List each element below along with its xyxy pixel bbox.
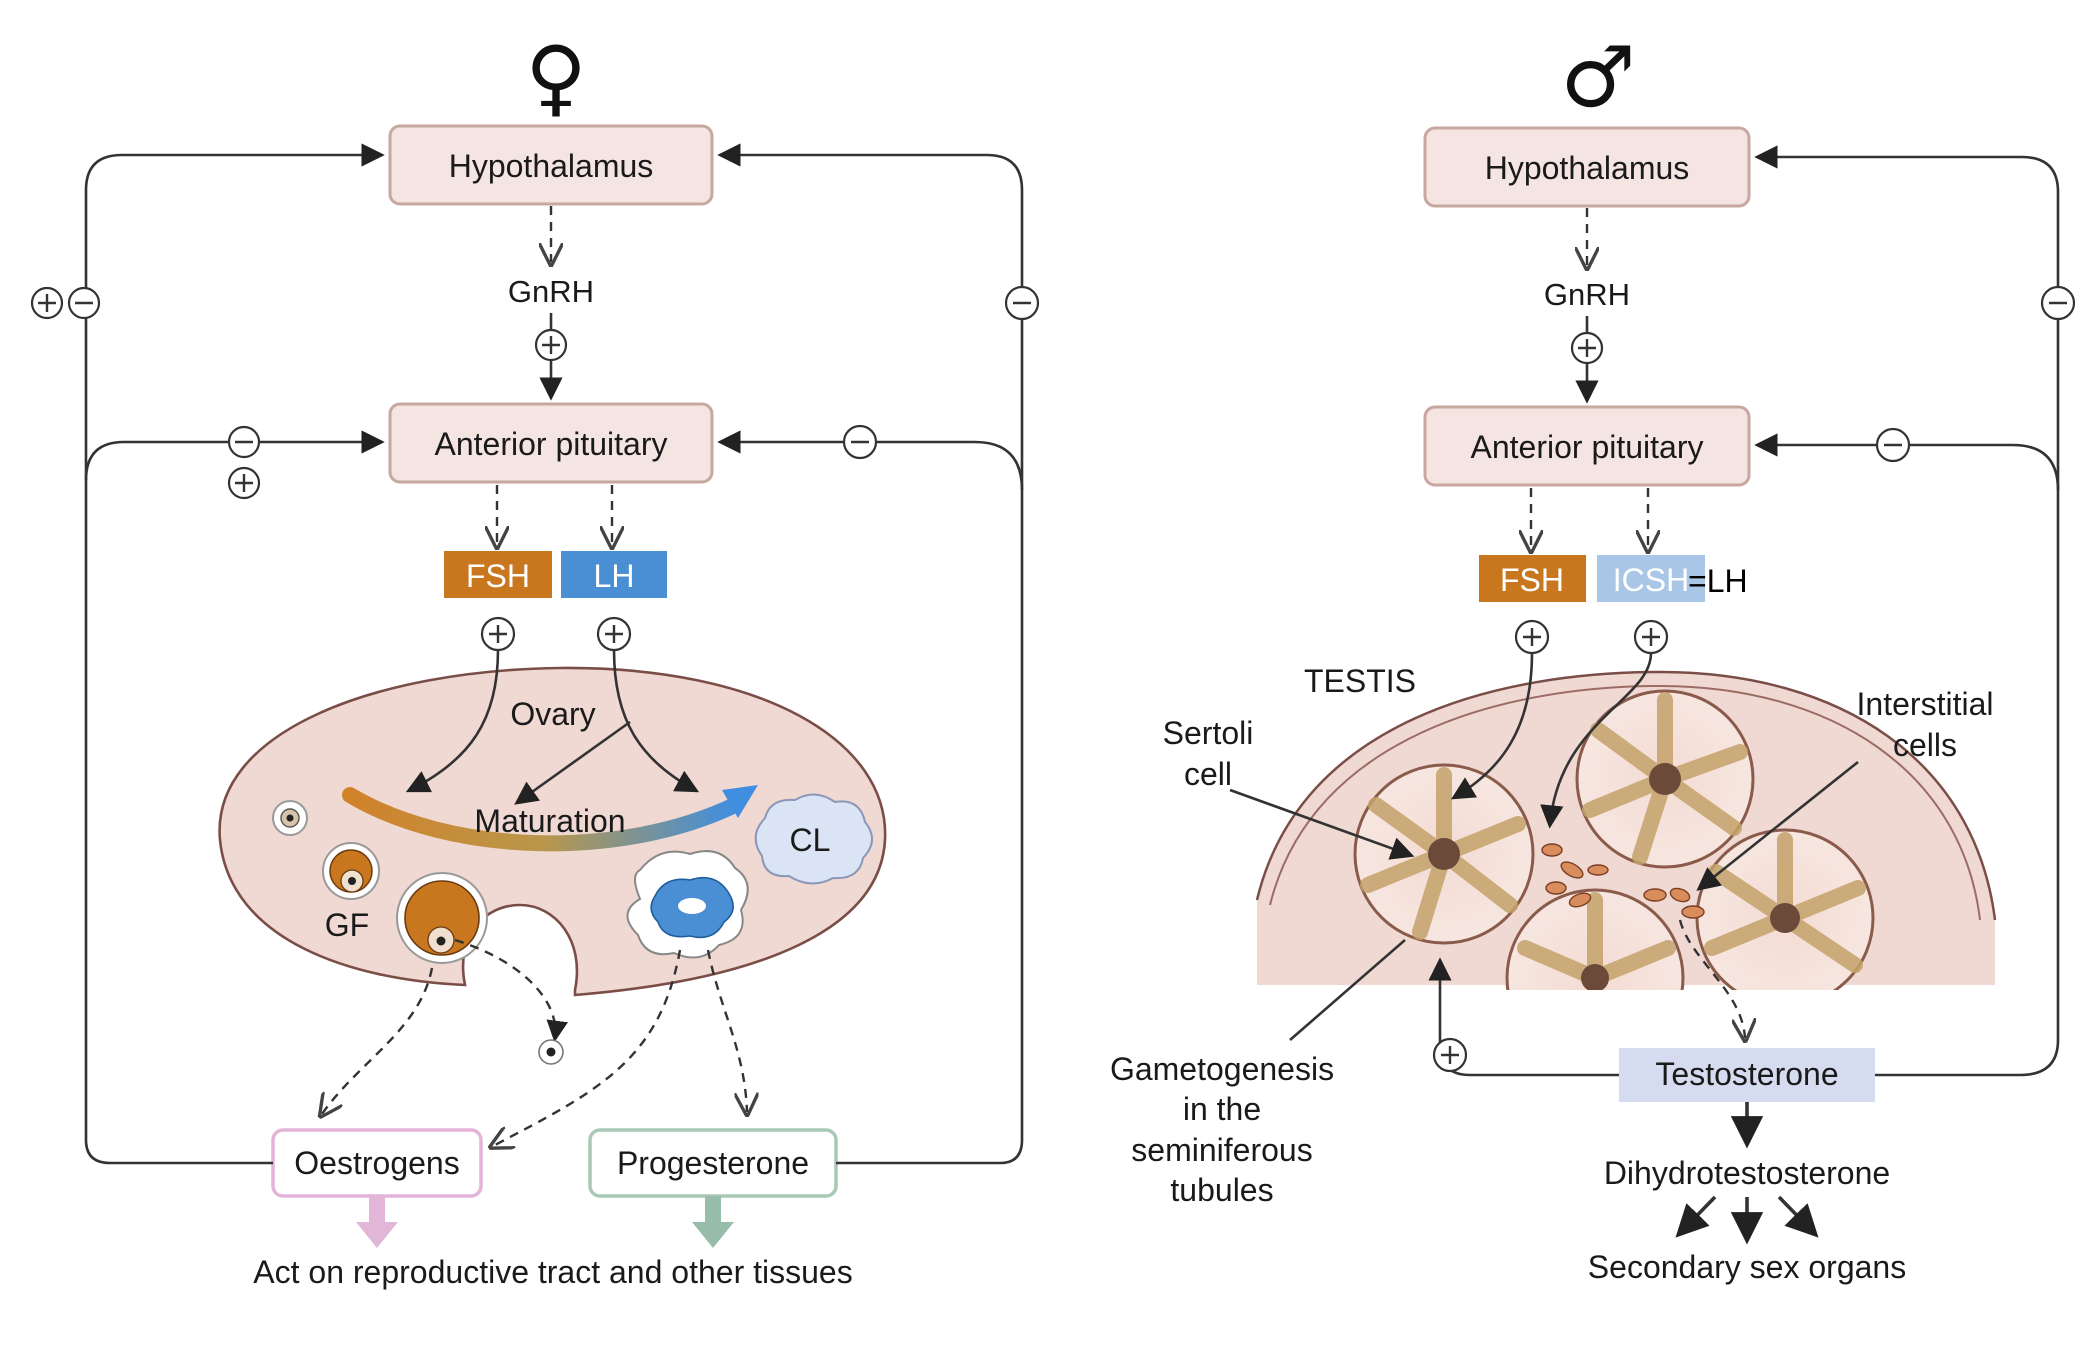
female-lh-box [561,551,667,598]
gametogenesis-line2: in the [1183,1091,1261,1127]
female-pituitary-plus-icon [227,466,261,500]
male-gnrh-plus-icon [1570,331,1604,365]
gametogenesis-line1: Gametogenesis [1110,1051,1334,1087]
male-hypothalamus-label: Hypothalamus [1485,150,1690,186]
female-progesterone-hypothalamus-minus-icon [1004,285,1040,321]
female-panel: ♀ Hypothalamus GnRH Anterior pituitary F… [30,28,1040,1290]
interstitial-cells-cluster [1541,843,1705,919]
ovum-icon [538,1039,564,1065]
gf-label: GF [325,907,369,943]
oestrogen-action-arrow [356,1196,398,1248]
testis-label: TESTIS [1304,663,1416,699]
male-testosterone-hypothalamus-minus-icon [2040,285,2076,321]
female-lh-label: LH [594,558,635,594]
maturation-arrow [342,787,743,852]
female-gnrh-label: GnRH [508,274,594,309]
female-anterior-pituitary-label: Anterior pituitary [435,426,668,462]
male-symbol: ♂ [1560,28,1635,126]
sertoli-label-line1: Sertoli [1163,715,1254,751]
act-on-label: Act on reproductive tract and other tiss… [253,1254,852,1290]
seminiferous-tubule-2 [1575,689,1755,869]
female-anterior-pituitary-box [388,402,714,484]
male-fsh-plus-icon [1514,619,1550,655]
male-anterior-pituitary-box [1423,405,1751,487]
female-progesterone-pituitary-minus-icon [842,424,878,460]
testosterone-plus-icon [1432,1037,1468,1073]
testosterone-label: Testosterone [1655,1056,1838,1092]
male-icsh-box [1597,555,1705,602]
sertoli-label-line2: cell [1184,756,1232,792]
male-gnrh-label: GnRH [1544,277,1630,312]
progesterone-label: Progesterone [617,1145,809,1181]
graafian-follicle-icon [396,872,488,964]
growing-follicle-icon [322,842,380,900]
icsh-equals-lh-label: =LH [1688,563,1748,599]
male-fsh-label: FSH [1500,562,1564,598]
male-icsh-plus-icon [1633,619,1669,655]
female-gnrh-plus-icon [534,328,568,362]
male-fsh-box [1479,555,1586,602]
male-icsh-label: ICSH [1613,562,1689,598]
seminiferous-tubule-4 [1690,828,1890,1030]
gametogenesis-line3: seminiferous [1131,1132,1312,1168]
interstitial-label-line1: Interstitial [1857,686,1994,722]
male-hypothalamus-box [1423,126,1751,208]
female-fsh-plus-icon [480,616,516,652]
corpus-luteum-developing-icon [626,850,749,959]
interstitial-label-line2: cells [1893,727,1957,763]
oestrogens-label: Oestrogens [294,1145,459,1181]
ovary-label: Ovary [510,696,595,732]
gametogenesis-line4: tubules [1170,1172,1273,1208]
female-fsh-box [444,551,552,598]
maturation-label: Maturation [474,803,625,839]
female-symbol: ♀ [525,28,587,126]
cl-label: CL [790,822,831,858]
dht-label: Dihydrotestosterone [1604,1155,1890,1191]
corpus-luteum-icon [754,793,873,885]
female-hypothalamus-plus-icon [30,286,64,320]
female-hypothalamus-minus-icon [67,286,101,320]
progesterone-action-arrow [692,1196,734,1248]
female-fsh-label: FSH [466,558,530,594]
female-hypothalamus-label: Hypothalamus [449,148,654,184]
secondary-sex-organs-label: Secondary sex organs [1588,1249,1906,1285]
female-pituitary-minus-icon [227,425,261,459]
testosterone-box [1619,1048,1875,1102]
seminiferous-tubule-1 [1353,763,1535,945]
male-testosterone-pituitary-minus-icon [1875,427,1911,463]
female-hypothalamus-box [388,124,714,206]
primordial-follicle-icon [272,800,308,836]
female-lh-plus-icon [596,616,632,652]
male-panel: ♂ Hypothalamus GnRH Anterior pituitary F… [1110,28,2076,1285]
male-anterior-pituitary-label: Anterior pituitary [1471,429,1704,465]
